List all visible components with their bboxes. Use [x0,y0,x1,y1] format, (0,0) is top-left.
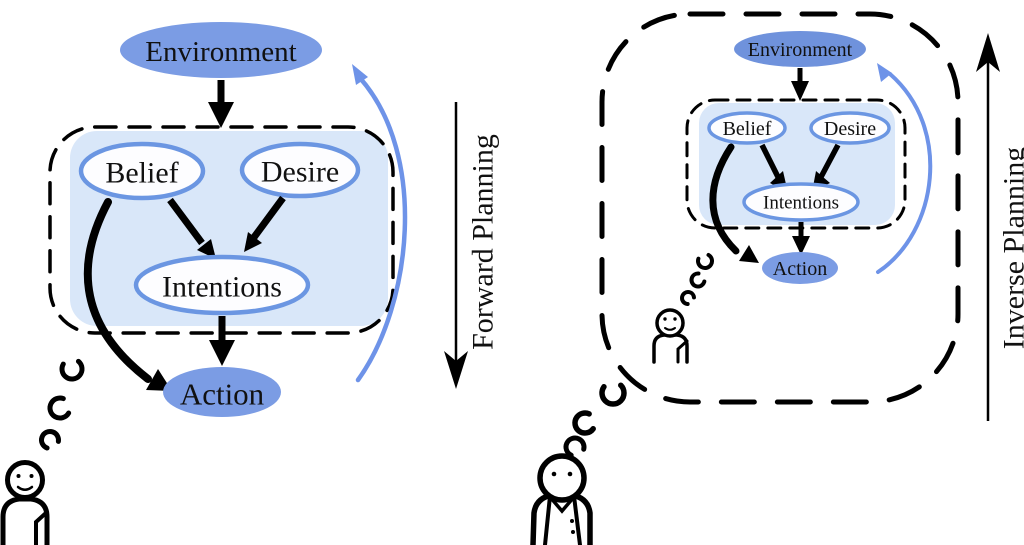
forward-planning-panel: Environment Belief Desire Intentions [0,22,500,545]
action-node-left [163,367,281,417]
belief-label-right: Belief [723,118,772,140]
action-label-left: Action [180,377,265,412]
person-eye-icon [29,474,34,478]
person-icon [0,460,50,545]
arrow-belief-to-intentions-left [167,197,216,259]
belief-label-left: Belief [105,157,178,190]
intentions-label-left: Intentions [162,271,282,304]
button-icon [571,530,575,534]
observer-person-icon [530,453,593,545]
arrow-belief-to-action-right [709,143,759,263]
environment-label-left: Environment [145,36,296,68]
feedback-arrow-left [352,64,408,383]
feedback-arrow-right [876,63,933,274]
belief-node-right [707,111,787,145]
forward-planning-caption-arrow [444,102,468,389]
desire-label-left: Desire [261,156,339,189]
inverse-planning-panel: Environment Belief Desire Intentions [530,11,1024,545]
arrow-intentions-to-action-left [209,316,235,366]
intentions-node-left [133,254,311,316]
intentions-node-right [742,182,860,222]
person-eye-icon [663,317,667,321]
environment-label-right: Environment [748,39,853,61]
action-node-right [762,252,838,284]
arrow-desire-to-intentions-left [244,195,286,252]
desire-node-left [239,141,361,199]
arrow-intentions-to-action-right [792,222,810,255]
thought-bubble-dots [39,356,85,451]
intentions-label-right: Intentions [763,193,839,214]
person-eye-icon [567,471,573,477]
collar-icon [548,495,576,514]
person-eye-icon [551,471,557,477]
thought-bubble-outline-right [599,11,961,405]
coat-lapel-icon [572,494,582,545]
arrow-environment-to-box-left [208,80,234,128]
arrow-environment-to-box-right [791,68,809,101]
desire-node-right [809,111,891,145]
belief-node-left [78,141,206,201]
thought-bubble-dots [563,379,627,459]
button-icon [570,519,574,523]
bdi-box-dashed-outline-right [685,98,907,230]
coat-lapel-icon [543,494,552,545]
inverse-planning-caption-arrow [976,33,1000,421]
person-eye-icon [16,474,21,478]
environment-node-right [734,31,866,67]
forward-planning-caption: Forward Planning [467,134,500,350]
person-smile-icon [664,327,676,331]
environment-node-left [120,22,322,78]
thought-bubble-outline-left [48,125,395,335]
person-eye-icon [673,317,677,321]
desire-label-right: Desire [824,118,876,140]
inverse-planning-caption: Inverse Planning [998,147,1024,349]
thought-bubble-dots [680,252,714,306]
person-smile-icon [16,485,34,491]
action-label-right: Action [773,258,827,280]
small-person-icon [652,308,689,364]
